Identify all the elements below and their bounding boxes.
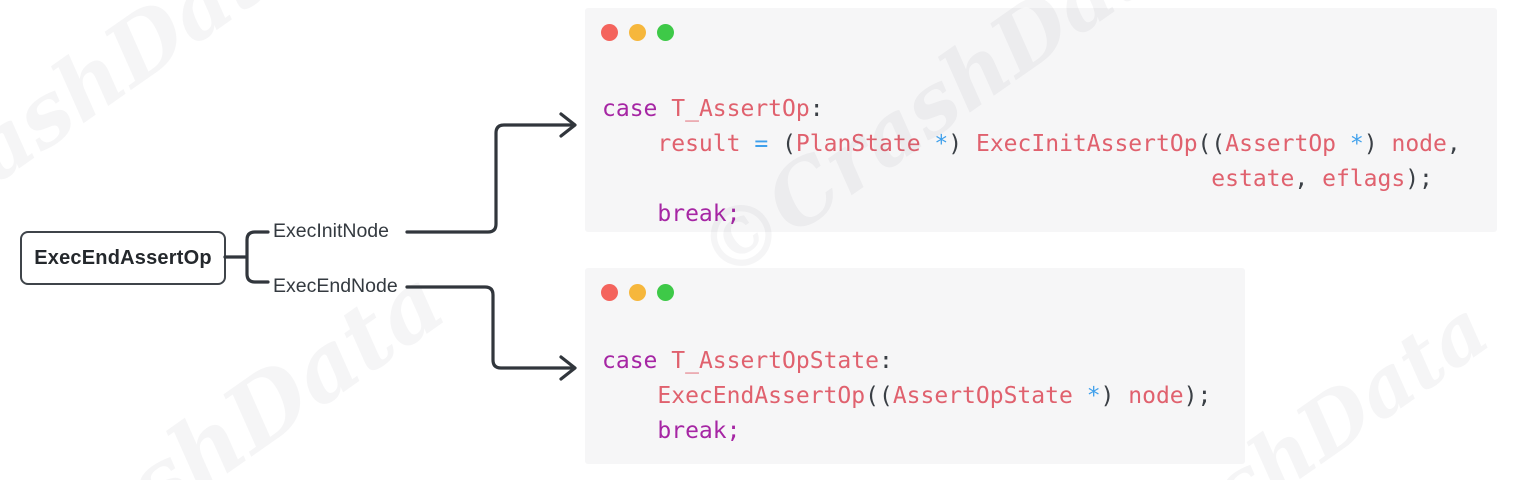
green-window-dot-icon: [657, 24, 674, 41]
yellow-window-dot-icon: [629, 24, 646, 41]
window-controls: [601, 24, 674, 41]
red-window-dot-icon: [601, 24, 618, 41]
code-line: ExecEndAssertOp((AssertOpState *) node);: [657, 383, 1212, 409]
code-line: estate, eflags);: [1211, 166, 1433, 192]
bracket-line: [223, 230, 270, 284]
arrow-head-end: [559, 355, 577, 381]
code-window-end: case T_AssertOpState: ExecEndAssertOp((A…: [585, 268, 1245, 464]
root-node-box: ExecEndAssertOp: [20, 231, 226, 285]
arrow-head-init: [559, 112, 577, 138]
branch-label-execinitnode: ExecInitNode: [273, 220, 389, 242]
code-block-init: case T_AssertOp: result = (PlanState *) …: [602, 92, 1461, 232]
code-window-init: case T_AssertOp: result = (PlanState *) …: [585, 8, 1497, 232]
window-controls: [601, 284, 674, 301]
code-line: break;: [657, 201, 741, 227]
yellow-window-dot-icon: [629, 284, 646, 301]
code-line: case T_AssertOp:: [602, 96, 824, 122]
arrow-to-init-code: [405, 123, 574, 234]
branch-label-execendnode: ExecEndNode: [273, 275, 398, 297]
root-node-label: ExecEndAssertOp: [34, 246, 212, 269]
code-line: break;: [657, 418, 741, 444]
green-window-dot-icon: [657, 284, 674, 301]
code-line: result = (PlanState *) ExecInitAssertOp(…: [657, 131, 1461, 157]
red-window-dot-icon: [601, 284, 618, 301]
arrow-to-end-code: [405, 285, 574, 370]
code-line: case T_AssertOpState:: [602, 348, 893, 374]
code-block-end: case T_AssertOpState: ExecEndAssertOp((A…: [602, 344, 1211, 449]
